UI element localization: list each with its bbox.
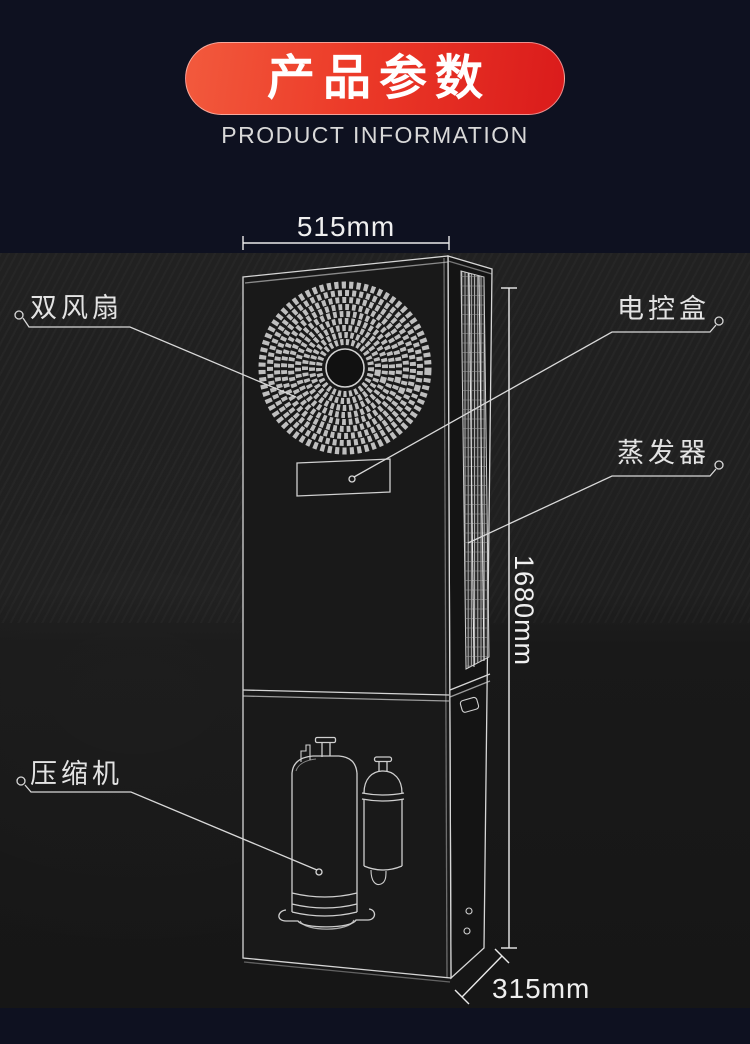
label-control-box: 电控盒: [617, 294, 710, 324]
control-box-rect: [296, 458, 391, 497]
compressor-pointer-dot-icon: [16, 776, 26, 786]
cabinet-outline: [242, 255, 493, 983]
fan-grille: [258, 281, 432, 455]
dimension-depth: 315mm: [492, 973, 591, 1004]
title-banner: 产品参数: [185, 42, 565, 115]
control-pointer-dot-icon: [714, 316, 724, 326]
page-title: 产品参数: [266, 51, 491, 105]
dimension-lines: [242, 236, 517, 1005]
dimension-height: 1680mm: [509, 555, 539, 667]
dimension-width: 515mm: [296, 211, 396, 242]
label-dual-fan: 双风扇: [30, 293, 123, 323]
label-pointer-lines: [14, 310, 724, 876]
page-subtitle: PRODUCT INFORMATION: [221, 122, 529, 148]
evaporator-pointer-dot-icon: [714, 460, 724, 470]
fan-pointer-dot-icon: [14, 310, 24, 320]
side-face-details: [459, 696, 480, 935]
label-evaporator: 蒸发器: [617, 438, 710, 468]
evaporator-grille: [460, 270, 490, 670]
label-compressor: 压缩机: [30, 759, 123, 789]
compressor-drawing: [278, 736, 405, 930]
